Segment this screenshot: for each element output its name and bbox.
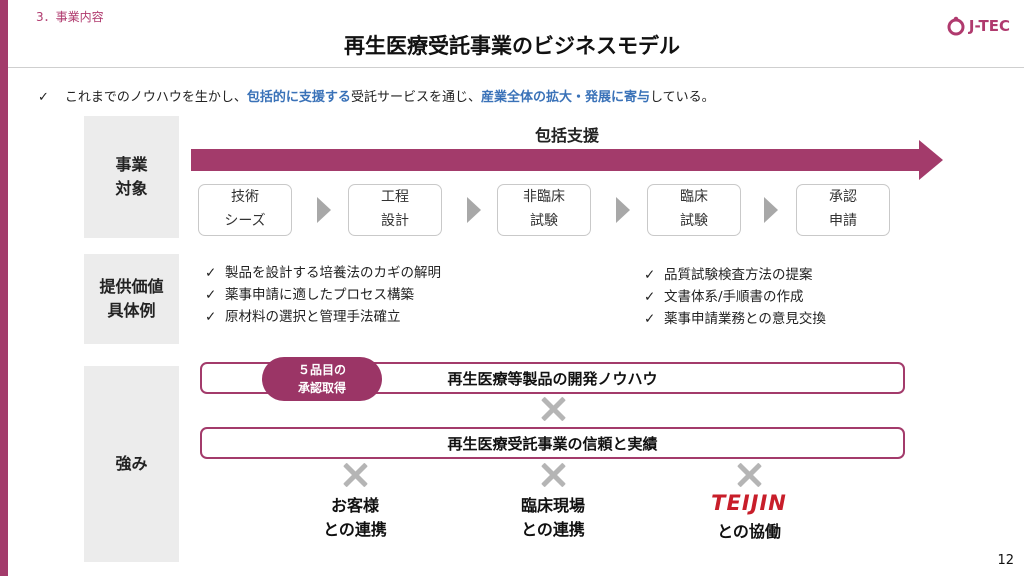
strength-bar-text: 再生医療受託事業の信頼と実績 xyxy=(447,434,658,453)
example-text: 薬事申請業務との意見交換 xyxy=(664,311,826,327)
partner-line1: お客様 xyxy=(330,496,379,515)
lead-statement: ✓ これまでのノウハウを生かし、包括的に支援する受託サービスを通じ、産業全体の拡大… xyxy=(38,86,715,105)
approval-badge: ５品目の 承認取得 xyxy=(262,357,382,401)
list-item: ✓ 薬事申請に適したプロセス構築 xyxy=(205,284,441,306)
comprehensive-support-title: 包括支援 xyxy=(534,126,599,145)
lead-highlight-1: 包括的に支援する xyxy=(246,90,351,105)
step-3-line2: 試験 xyxy=(530,213,558,229)
strength-bar-text: 再生医療等製品の開発ノウハウ xyxy=(447,369,658,388)
step-arrow-icon xyxy=(616,197,630,223)
section-label: 3．事業内容 xyxy=(36,10,104,24)
step-nonclinical-trial: 非臨床試験 xyxy=(497,184,591,236)
row-label-target-line2: 対象 xyxy=(115,179,148,198)
list-item: ✓ 製品を設計する培養法のカギの解明 xyxy=(205,262,441,284)
step-arrow-icon xyxy=(764,197,778,223)
check-icon: ✓ xyxy=(644,289,656,305)
step-arrow-icon xyxy=(317,197,331,223)
badge-line2: 承認取得 xyxy=(297,381,346,395)
step-4-line1: 臨床 xyxy=(680,189,708,206)
cross-icon xyxy=(342,462,368,488)
check-icon: ✓ xyxy=(644,267,656,283)
row-label-examples-line2: 具体例 xyxy=(107,301,156,320)
step-2-line2: 設計 xyxy=(381,213,409,229)
check-icon: ✓ xyxy=(205,287,217,303)
list-item: ✓ 薬事申請業務との意見交換 xyxy=(644,308,826,330)
examples-right-list: ✓ 品質試験検査方法の提案 ✓ 文書体系/手順書の作成 ✓ 薬事申請業務との意見交換 xyxy=(644,264,826,330)
example-text: 製品を設計する培養法のカギの解明 xyxy=(225,265,441,281)
step-4-line2: 試験 xyxy=(680,213,708,229)
left-accent-bar xyxy=(0,0,8,576)
step-1-line1: 技術 xyxy=(231,189,259,206)
step-5-line2: 申請 xyxy=(829,213,857,229)
examples-left-list: ✓ 製品を設計する培養法のカギの解明 ✓ 薬事申請に適したプロセス構築 ✓ 原材料の選… xyxy=(205,262,441,328)
row-label-target: 事業 対象 xyxy=(84,116,179,238)
page-number: 12 xyxy=(997,553,1014,568)
partner-line2: との連携 xyxy=(323,520,387,539)
support-arrow xyxy=(191,140,943,180)
example-text: 薬事申請に適したプロセス構築 xyxy=(225,287,414,303)
example-text: 品質試験検査方法の提案 xyxy=(664,267,813,283)
partner-line1: 臨床現場 xyxy=(520,496,585,515)
badge-line1: ５品目の xyxy=(297,363,346,377)
check-icon: ✓ xyxy=(205,265,217,281)
check-icon: ✓ xyxy=(38,90,49,105)
list-item: ✓ 品質試験検査方法の提案 xyxy=(644,264,826,286)
lead-text-1: これまでのノウハウを生かし、 xyxy=(64,90,247,105)
header-divider xyxy=(8,67,1024,68)
teijin-logo: TEIJIN xyxy=(711,491,787,515)
step-approval-application: 承認申請 xyxy=(796,184,890,236)
logo-text: J-TEC xyxy=(968,17,1010,35)
jtec-symbol-icon xyxy=(947,16,965,36)
partner-teijin: との協働 xyxy=(717,522,781,541)
page-title: 再生医療受託事業のビジネスモデル xyxy=(344,34,680,58)
partner-customers: お客様 との連携 xyxy=(295,494,415,542)
cross-icon xyxy=(540,396,566,422)
check-icon: ✓ xyxy=(644,311,656,327)
row-label-examples: 提供価値 具体例 xyxy=(84,254,179,344)
step-technology-seeds: 技術シーズ xyxy=(198,184,292,236)
step-5-line1: 承認 xyxy=(829,189,857,206)
strength-bar-trust-track-record: 再生医療受託事業の信頼と実績 xyxy=(200,427,905,459)
cross-icon xyxy=(540,462,566,488)
row-label-target-line1: 事業 xyxy=(115,155,148,174)
list-item: ✓ 原材料の選択と管理手法確立 xyxy=(205,306,441,328)
cross-icon xyxy=(736,462,762,488)
lead-text-3: している。 xyxy=(649,90,715,105)
row-label-examples-line1: 提供価値 xyxy=(99,277,164,296)
example-text: 文書体系/手順書の作成 xyxy=(664,289,804,305)
check-icon: ✓ xyxy=(205,309,217,325)
lead-highlight-2: 産業全体の拡大・発展に寄与 xyxy=(480,90,650,105)
step-arrow-icon xyxy=(467,197,481,223)
step-1-line2: シーズ xyxy=(224,213,266,229)
example-text: 原材料の選択と管理手法確立 xyxy=(225,309,401,325)
lead-text-2: 受託サービスを通じ、 xyxy=(350,90,481,105)
company-logo: J-TEC xyxy=(946,16,1010,36)
row-label-strengths: 強み xyxy=(84,366,179,562)
partner-clinical-sites: 臨床現場 との連携 xyxy=(493,494,613,542)
step-2-line1: 工程 xyxy=(381,189,409,206)
step-3-line1: 非臨床 xyxy=(523,189,565,206)
step-clinical-trial: 臨床試験 xyxy=(647,184,741,236)
step-process-design: 工程設計 xyxy=(348,184,442,236)
partner-line2: との連携 xyxy=(521,520,585,539)
list-item: ✓ 文書体系/手順書の作成 xyxy=(644,286,826,308)
row-label-strengths-text: 強み xyxy=(115,454,148,473)
